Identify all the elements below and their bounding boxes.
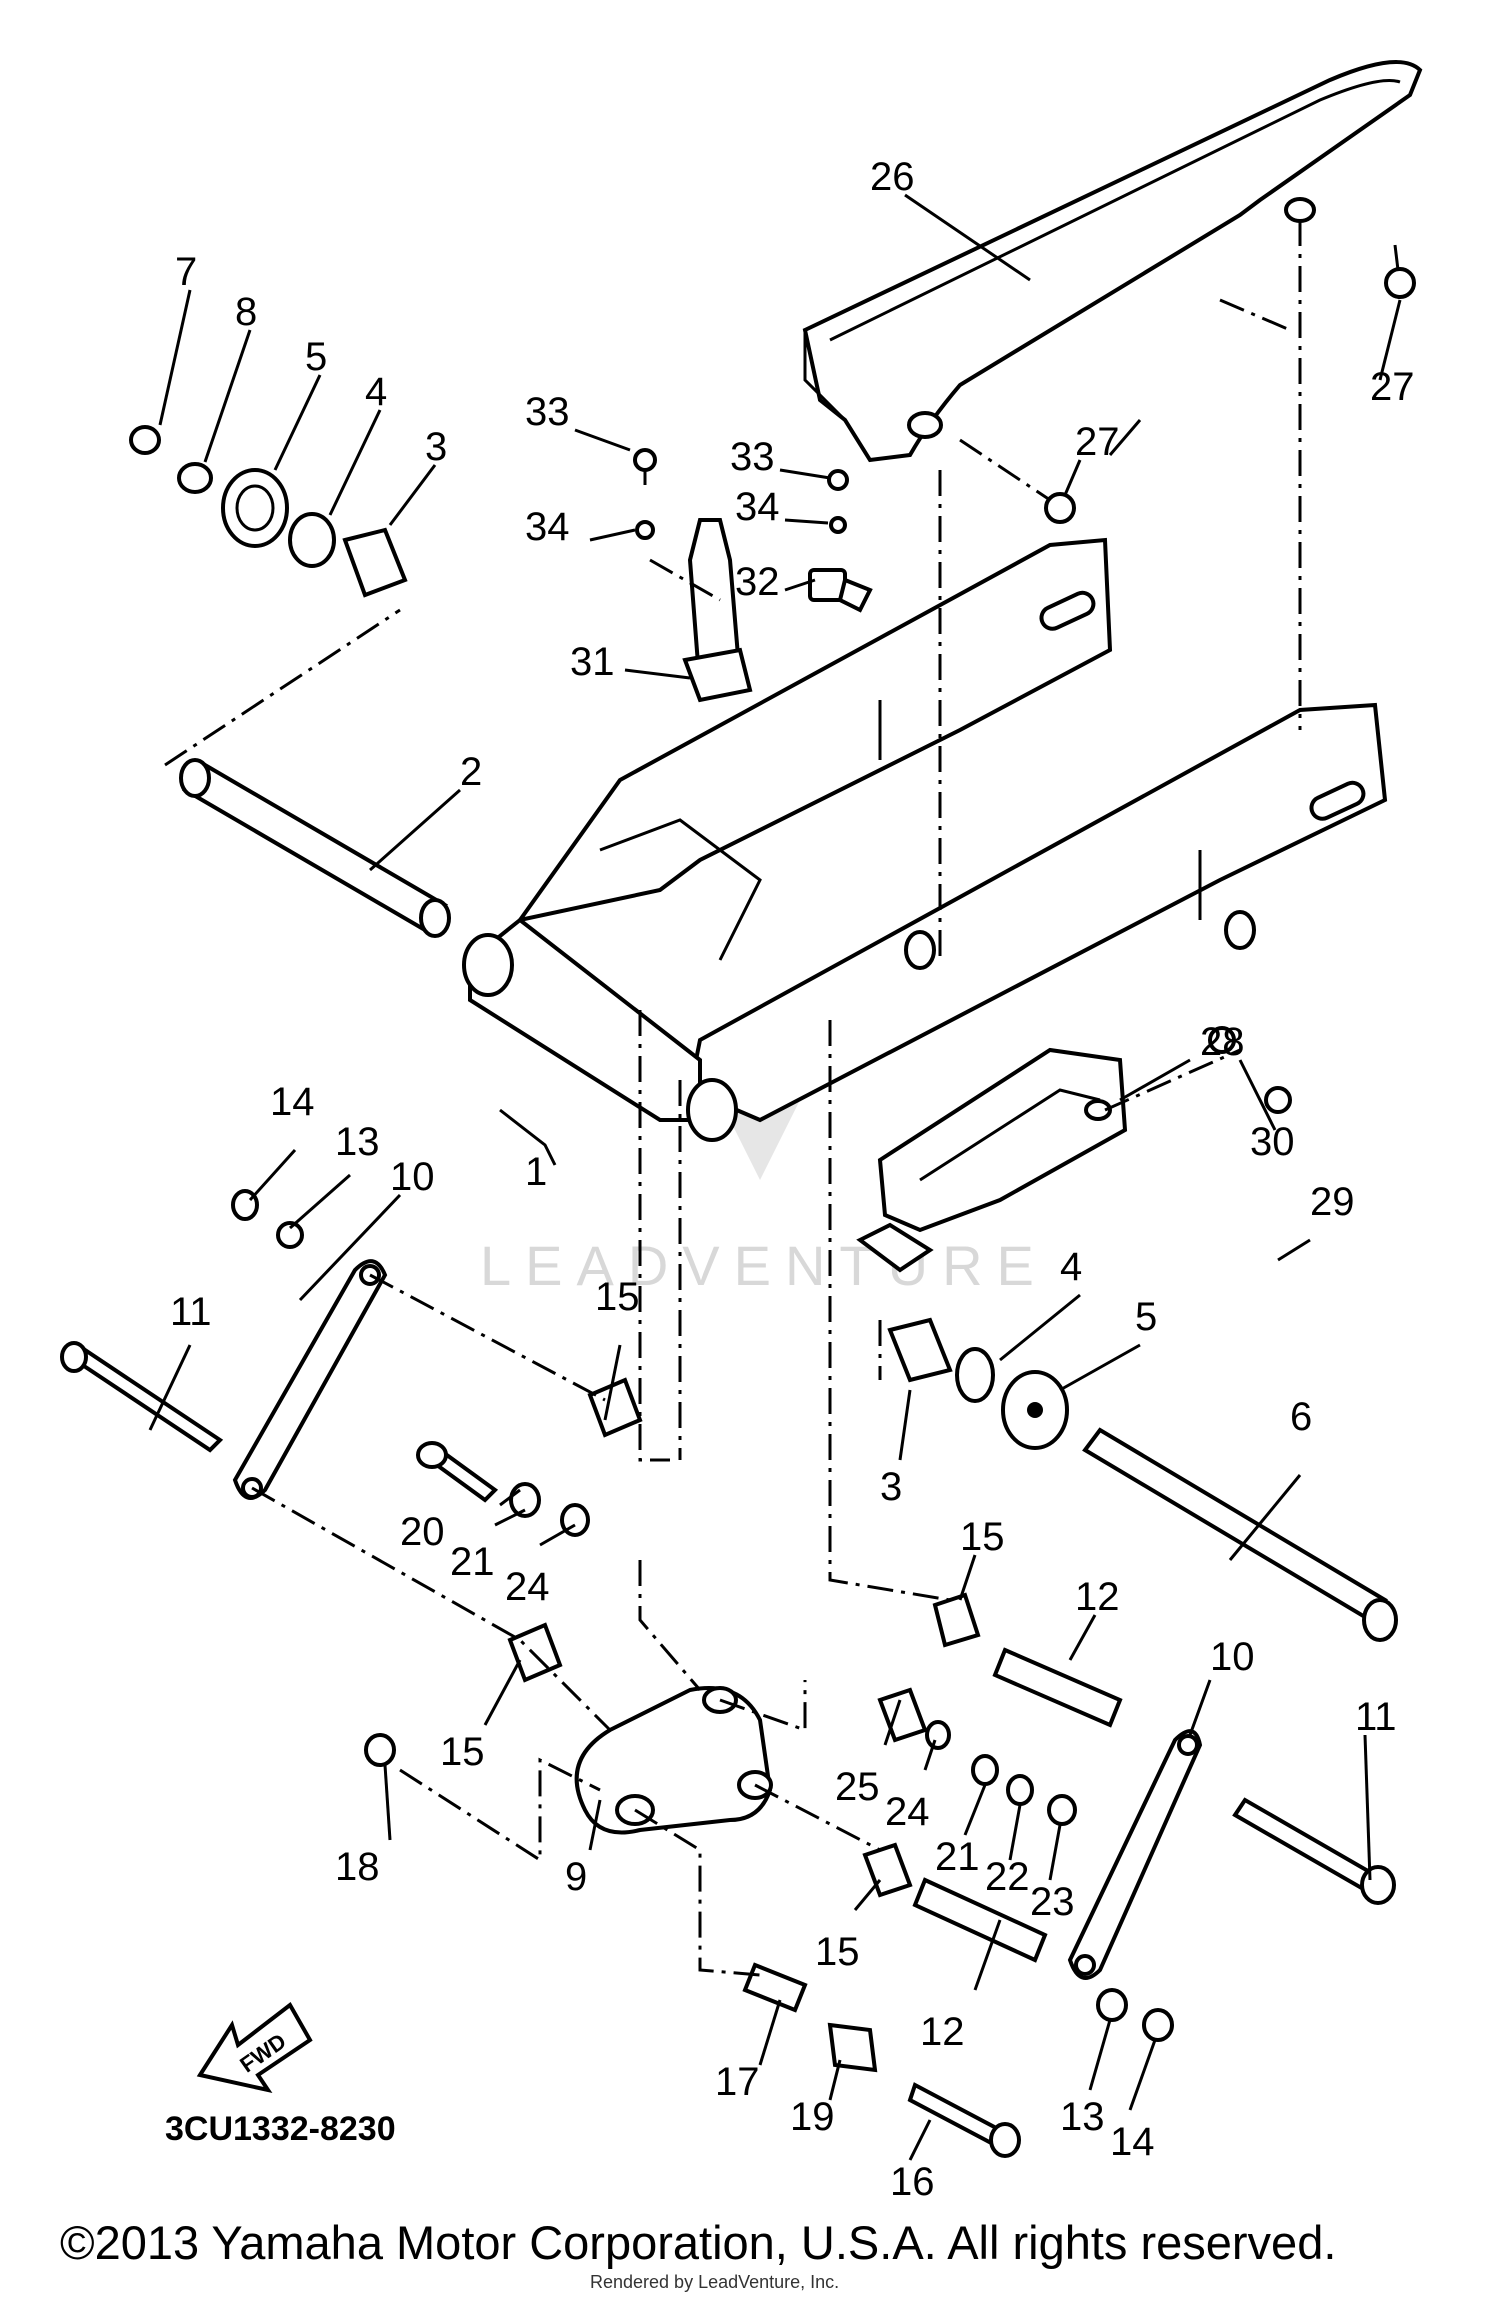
callout-30: 30 xyxy=(1250,1120,1295,1164)
pivot-shaft xyxy=(179,758,451,938)
callout-26: 26 xyxy=(870,155,915,199)
right-bearing-stack xyxy=(887,1317,1069,1450)
chain-slider xyxy=(856,1047,1128,1273)
callout-5-right: 5 xyxy=(1135,1295,1157,1339)
chain-guard xyxy=(802,60,1423,463)
callout-18: 18 xyxy=(335,1845,380,1889)
watermark-text: LEADVENTURE xyxy=(480,1234,1048,1297)
callout-13-bottom: 13 xyxy=(1060,2095,1105,2139)
callout-28: 28 xyxy=(1200,1020,1245,1064)
callout-20: 20 xyxy=(400,1510,445,1554)
assembly-lines xyxy=(164,220,1302,1977)
callout-7: 7 xyxy=(175,250,197,294)
copyright-notice: ©2013 Yamaha Motor Corporation, U.S.A. A… xyxy=(60,2216,1337,2269)
callout-16: 16 xyxy=(890,2160,935,2204)
callout-19: 19 xyxy=(790,2095,835,2139)
callout-labels: 26 7 8 5 4 3 33 34 33 34 32 31 27 27 2 2… xyxy=(170,155,1415,2204)
callout-27-mid: 27 xyxy=(1075,420,1120,464)
callout-5: 5 xyxy=(305,335,327,379)
callout-10-left: 10 xyxy=(390,1155,435,1199)
callout-23: 23 xyxy=(1030,1880,1075,1924)
relay-arm-right xyxy=(1067,1729,1203,1980)
callout-4: 4 xyxy=(365,370,387,414)
bolt-left xyxy=(60,1341,224,1453)
small-washers-nuts xyxy=(231,267,1416,2042)
fwd-arrow: FWD xyxy=(196,2002,313,2094)
relay-link xyxy=(574,1686,773,1835)
callout-21-right: 21 xyxy=(935,1835,980,1879)
relay-arm-left xyxy=(232,1259,388,1500)
callout-2: 2 xyxy=(460,750,482,794)
callout-14-bottom: 14 xyxy=(1110,2120,1155,2164)
callout-3-right: 3 xyxy=(880,1465,902,1509)
callout-32: 32 xyxy=(735,560,780,604)
callout-11-right: 11 xyxy=(1355,1695,1397,1739)
callout-10-right: 10 xyxy=(1210,1635,1255,1679)
callout-15-mid: 15 xyxy=(960,1515,1005,1559)
callout-1: 1 xyxy=(525,1150,547,1194)
callout-15-bottom: 15 xyxy=(815,1930,860,1974)
callout-24-right: 24 xyxy=(885,1790,930,1834)
callout-21-left: 21 xyxy=(450,1540,495,1584)
diagram-code: 3CU1332-8230 xyxy=(165,2110,396,2148)
callout-14-top: 14 xyxy=(270,1080,315,1124)
callout-31: 31 xyxy=(570,640,615,684)
callout-34-left: 34 xyxy=(525,505,570,549)
swing-arm xyxy=(462,537,1388,1142)
callout-15-top: 15 xyxy=(595,1275,640,1319)
callout-25: 25 xyxy=(835,1765,880,1809)
callout-27-top: 27 xyxy=(1370,365,1415,409)
callout-12-bottom: 12 xyxy=(920,2010,965,2054)
callout-15-lower: 15 xyxy=(440,1730,485,1774)
callout-22: 22 xyxy=(985,1855,1030,1899)
leader-lines xyxy=(148,193,1402,2161)
rear-shaft xyxy=(1082,1427,1398,1642)
callout-6: 6 xyxy=(1290,1395,1312,1439)
callout-3: 3 xyxy=(425,425,447,469)
callout-24-left: 24 xyxy=(505,1565,550,1609)
callout-8: 8 xyxy=(235,290,257,334)
callout-11-left: 11 xyxy=(170,1290,212,1334)
callout-17: 17 xyxy=(715,2060,760,2104)
callout-33-right: 33 xyxy=(730,435,775,479)
chain-adjuster-hardware xyxy=(633,448,873,703)
callout-34-right: 34 xyxy=(735,485,780,529)
render-credit: Rendered by LeadVenture, Inc. xyxy=(590,2272,840,2292)
callout-9: 9 xyxy=(565,1855,587,1899)
callout-33-left: 33 xyxy=(525,390,570,434)
callout-4-right: 4 xyxy=(1060,1245,1082,1289)
left-bearing-stack xyxy=(129,425,408,598)
callout-13-top: 13 xyxy=(335,1120,380,1164)
callout-12-top: 12 xyxy=(1075,1575,1120,1619)
callout-29: 29 xyxy=(1310,1180,1355,1224)
